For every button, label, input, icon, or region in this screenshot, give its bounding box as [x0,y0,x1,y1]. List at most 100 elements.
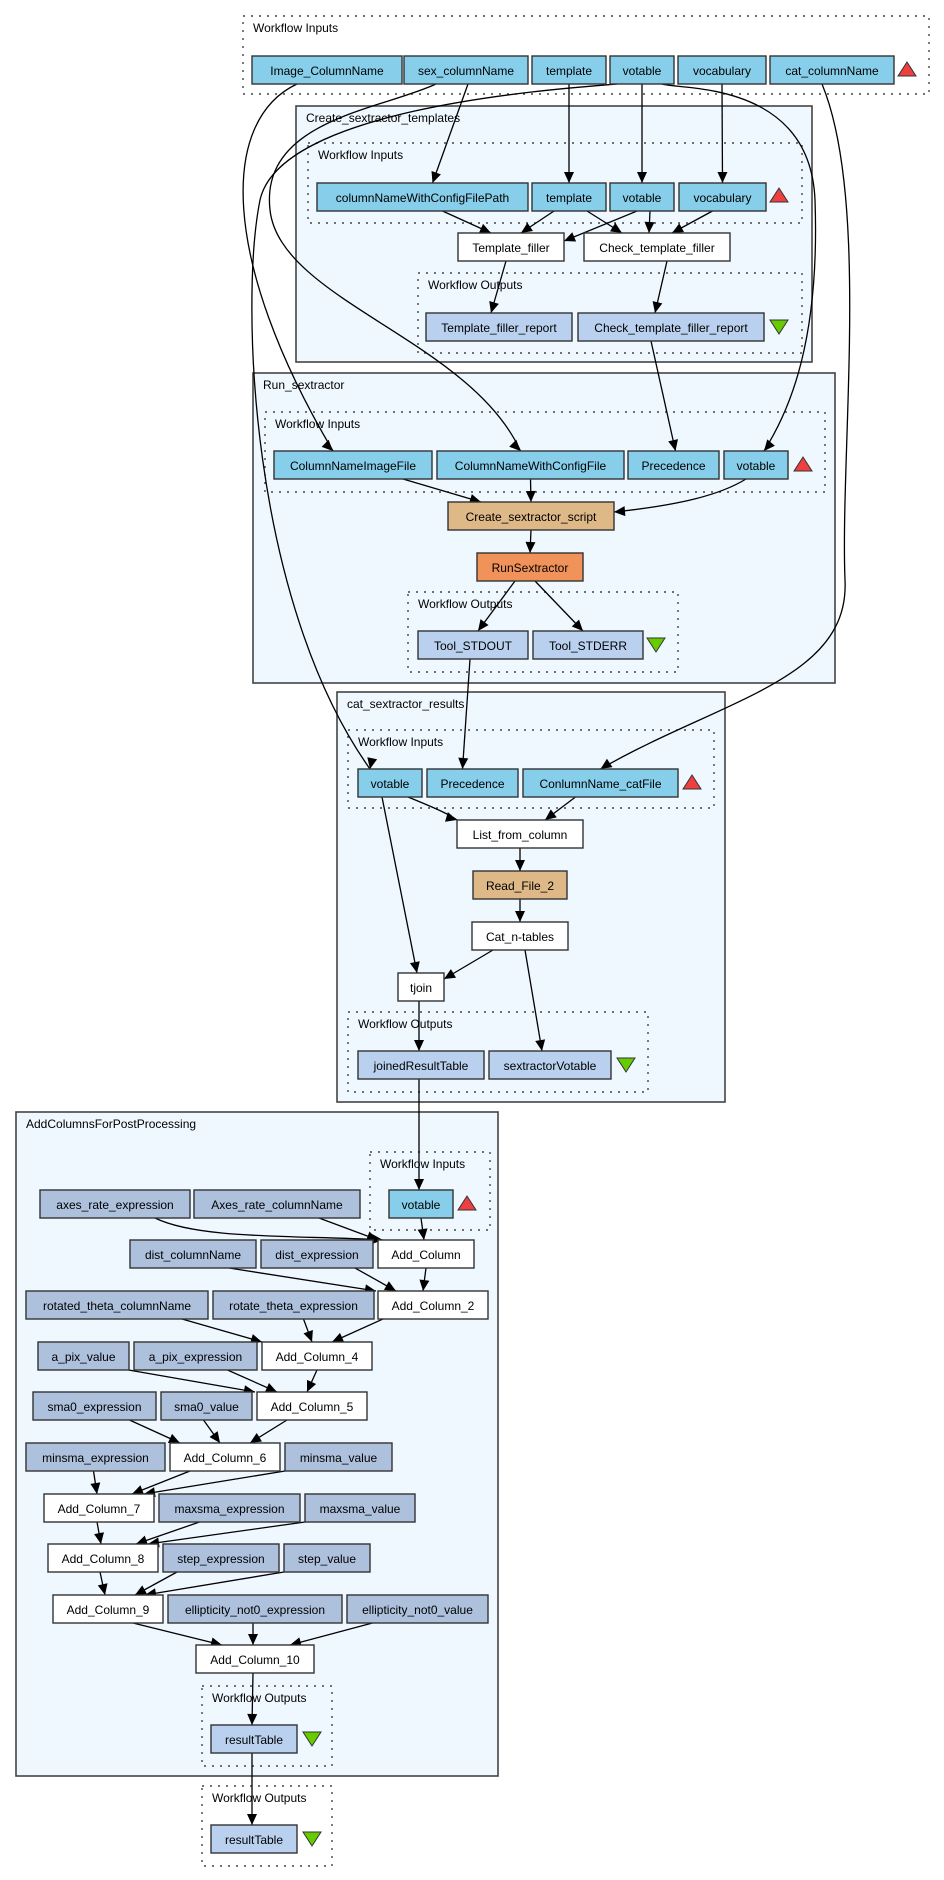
node-label: template [546,191,592,205]
node-label: Check_template_filler_report [594,321,748,335]
node-processor[interactable]: Add_Column_2 [377,1290,489,1320]
arrowhead-icon [167,1433,180,1443]
node-processor[interactable]: Add_Column_5 [256,1391,368,1421]
arrowhead-icon [521,222,533,233]
node-input[interactable]: votable [609,55,675,85]
node-input[interactable]: votable [723,450,789,480]
node-input[interactable]: votable [357,768,423,798]
node-processor[interactable]: Add_Column [377,1239,475,1269]
node-processor[interactable]: Add_Column_7 [43,1493,155,1523]
node-processor[interactable]: Check_template_filler [583,232,731,262]
node-constant[interactable]: maxsma_expression [158,1493,301,1523]
node-constant[interactable]: minsma_expression [25,1442,166,1472]
node-box [769,55,895,85]
node-output[interactable]: Template_filler_report [425,312,573,342]
node-box [346,1594,489,1624]
add-columns-cluster-title: AddColumnsForPostProcessing [26,1117,196,1131]
input-port-triangle-icon [769,187,789,203]
node-constant[interactable]: rotate_theta_expression [212,1290,375,1320]
node-processor[interactable]: Add_Column_4 [261,1341,373,1371]
node-label: Add_Column_8 [62,1552,145,1566]
node-input[interactable]: ColumnNameImageFile [273,450,433,480]
node-input[interactable]: template [531,55,607,85]
node-output[interactable]: sextractorVotable [488,1050,612,1080]
create-templates-outputs: Workflow Outputs [417,272,803,354]
node-constant[interactable]: Axes_rate_columnName [193,1189,361,1219]
node-input[interactable]: Precedence [426,768,519,798]
arrowhead-icon [250,1432,262,1443]
node-processor[interactable]: Template_filler [457,232,565,262]
node-constant[interactable]: ellipticity_not0_expression [167,1594,343,1624]
node-constant[interactable]: axes_rate_expression [39,1189,191,1219]
node-output[interactable]: Tool_STDERR [532,630,644,660]
node-label: a_pix_expression [149,1350,242,1364]
node-input[interactable]: vocabulary [678,182,767,212]
node-input[interactable]: ColumnNameWithConfigFile [436,450,625,480]
node-processor[interactable]: List_from_column [456,819,584,849]
node-processor[interactable]: Cat_n-tables [471,921,569,951]
arrowhead-icon [303,1329,313,1342]
run-sextractor-cluster-title: Run_sextractor [263,378,344,392]
node-constant[interactable]: dist_columnName [129,1239,257,1269]
node-output[interactable]: resultTable [210,1824,298,1854]
node-processor[interactable]: Add_Column_10 [195,1644,315,1674]
node-processor[interactable]: Add_Column_8 [47,1543,159,1573]
node-box [357,768,423,798]
arrowhead-icon [478,223,491,234]
add-columns-inputs-title: Workflow Inputs [380,1157,465,1171]
node-label: minsma_expression [42,1451,149,1465]
node-label: Axes_rate_columnName [211,1198,343,1212]
node-constant[interactable]: step_value [283,1543,371,1573]
node-beanshell[interactable]: Create_sextractor_script [447,501,615,531]
node-processor[interactable]: tjoin [397,972,445,1002]
node-label: ConlumnName_catFile [539,777,661,791]
node-box [403,55,529,85]
node-processor[interactable]: Add_Column_6 [169,1442,281,1472]
node-label: a_pix_value [51,1350,115,1364]
node-beanshell[interactable]: Read_File_2 [472,870,568,900]
node-output[interactable]: resultTable [210,1724,298,1754]
node-output[interactable]: joinedResultTable [357,1050,485,1080]
node-label: axes_rate_expression [56,1198,173,1212]
node-output[interactable]: Check_template_filler_report [577,312,765,342]
edge [144,1571,285,1596]
node-constant[interactable]: dist_expression [260,1239,374,1269]
node-label: sex_columnName [418,64,514,78]
node-box [723,450,789,480]
node-output[interactable]: Tool_STDOUT [417,630,529,660]
node-input[interactable]: cat_columnName [769,55,895,85]
node-constant[interactable]: minsma_value [284,1442,393,1472]
output-port-triangle-icon [769,319,789,335]
node-box [377,1290,489,1320]
create-templates-inputs: Workflow Inputs [307,142,803,224]
node-label: Read_File_2 [486,879,554,893]
node-input[interactable]: columnNameWithConfigFilePath [316,182,529,212]
node-input[interactable]: sex_columnName [403,55,529,85]
edge [242,83,334,452]
node-constant[interactable]: rotated_theta_columnName [25,1290,209,1320]
node-input[interactable]: ConlumnName_catFile [522,768,679,798]
node-constant[interactable]: sma0_expression [32,1391,157,1421]
arrowhead-icon [365,1231,378,1241]
output-port-triangle-icon [302,1831,322,1847]
node-input[interactable]: Precedence [627,450,720,480]
node-input[interactable]: votable [609,182,675,212]
arrowhead-icon [637,172,647,183]
node-constant[interactable]: sma0_value [160,1391,253,1421]
node-input[interactable]: votable [388,1189,454,1219]
node-tool[interactable]: RunSextractor [476,552,584,582]
node-constant[interactable]: a_pix_value [37,1341,130,1371]
node-input[interactable]: Image_ColumnName [251,55,403,85]
node-constant[interactable]: ellipticity_not0_value [346,1594,489,1624]
node-input[interactable]: vocabulary [677,55,767,85]
node-input[interactable]: template [531,182,607,212]
node-constant[interactable]: maxsma_value [304,1493,416,1523]
node-constant[interactable]: step_expression [162,1543,280,1573]
node-constant[interactable]: a_pix_expression [133,1341,258,1371]
node-label: Add_Column_10 [210,1653,300,1667]
node-processor[interactable]: Add_Column_9 [52,1594,164,1624]
node-label: step_expression [177,1552,264,1566]
edge [251,83,618,770]
node-label: resultTable [225,1833,283,1847]
node-label: Tool_STDOUT [434,639,513,653]
